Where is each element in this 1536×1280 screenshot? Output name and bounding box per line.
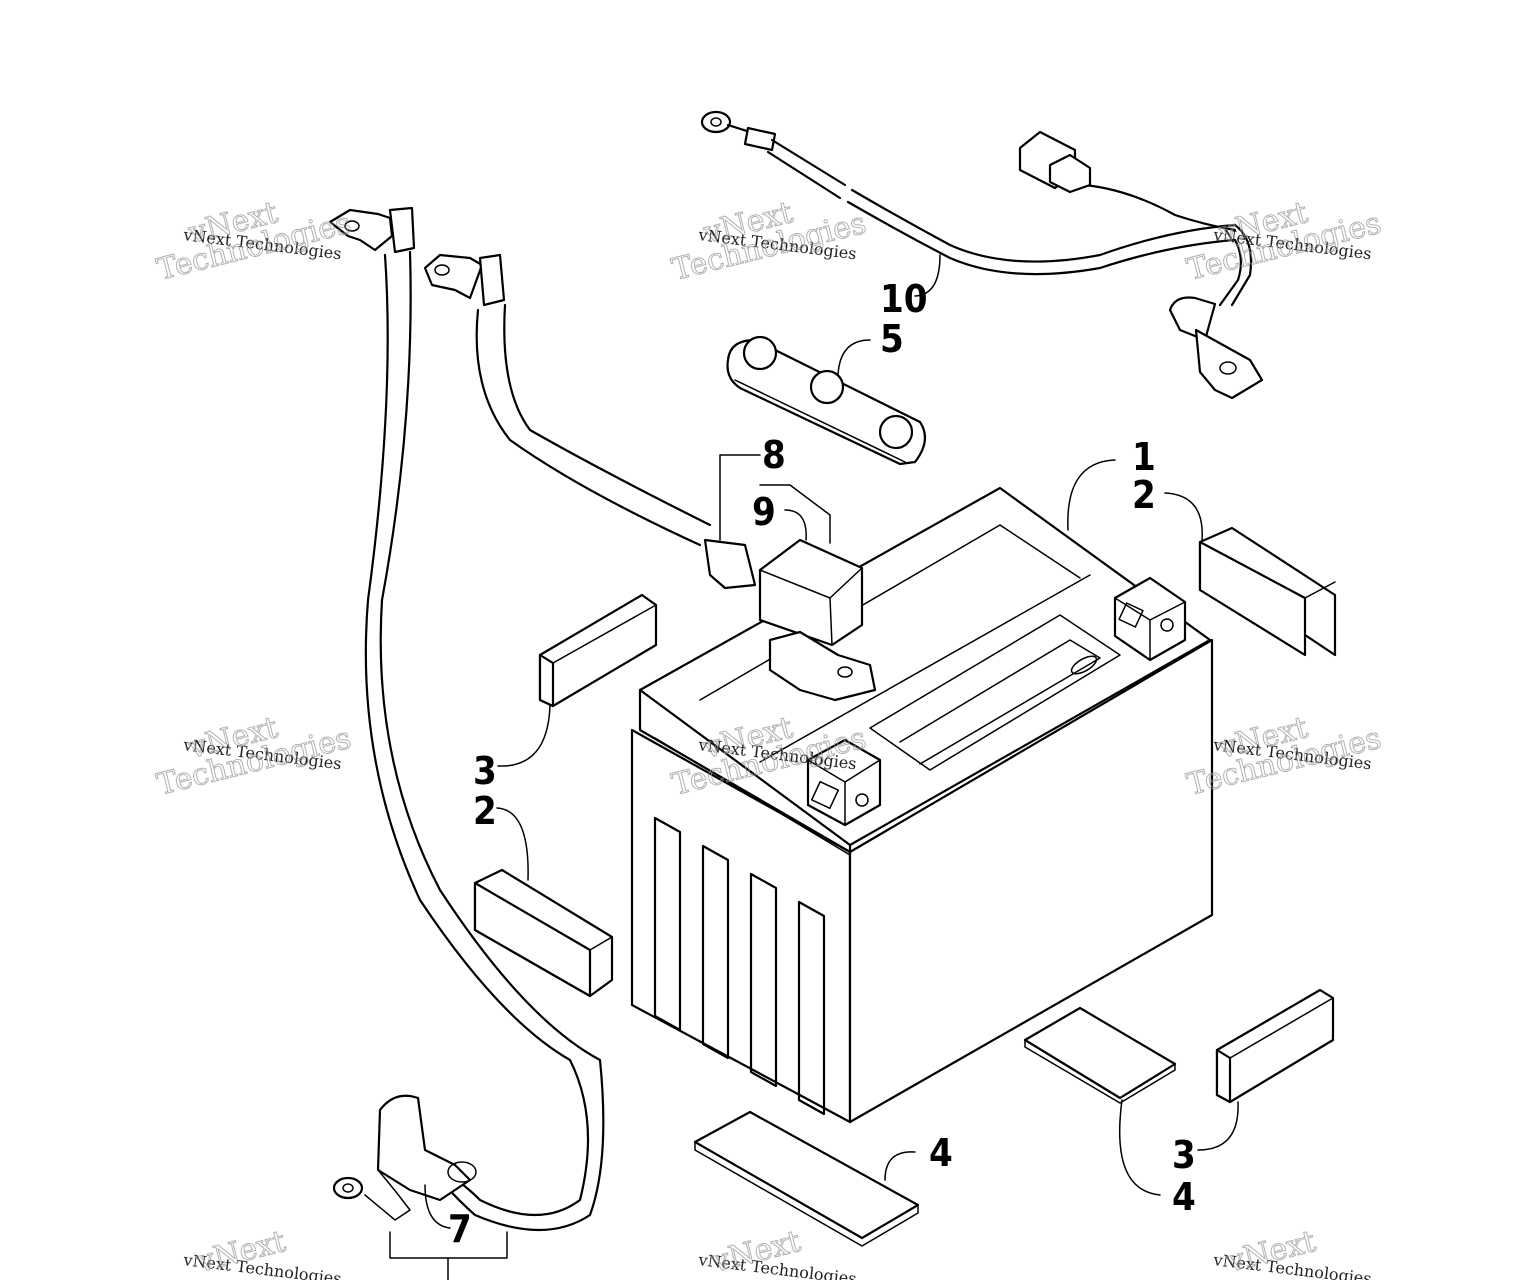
pad-4-right — [1023, 1006, 1177, 1104]
callout-4-right: 4 — [1172, 1175, 1196, 1219]
callout-7: 7 — [448, 1207, 472, 1251]
pad-3-right-bottom — [1215, 988, 1335, 1104]
battery — [630, 486, 1214, 1124]
holddown-bracket — [726, 335, 927, 466]
callout-9: 9 — [752, 490, 776, 534]
cable-7 — [328, 206, 605, 1232]
callout-8: 8 — [762, 433, 786, 477]
callout-3-right: 3 — [1172, 1133, 1196, 1177]
callout-5: 5 — [880, 317, 904, 361]
callout-10: 10 — [880, 277, 928, 321]
callout-1: 1 — [1132, 435, 1156, 479]
pad-3-left-top — [538, 593, 658, 708]
leader-lines — [389, 254, 1239, 1280]
cable-8-9 — [423, 253, 877, 702]
pad-4-bottom — [693, 1110, 920, 1247]
callout-2-right: 2 — [1132, 473, 1156, 517]
callout-numbers: 1 2 10 5 8 9 3 2 4 3 4 7 — [448, 277, 1196, 1251]
pad-2-left — [473, 868, 614, 998]
callout-4-bottom: 4 — [929, 1131, 953, 1175]
cable-10 — [700, 110, 1264, 400]
pad-2-right — [1198, 526, 1337, 657]
callout-2-left: 2 — [473, 789, 497, 833]
callout-3-left: 3 — [473, 749, 497, 793]
battery-side-face — [848, 638, 1214, 1124]
